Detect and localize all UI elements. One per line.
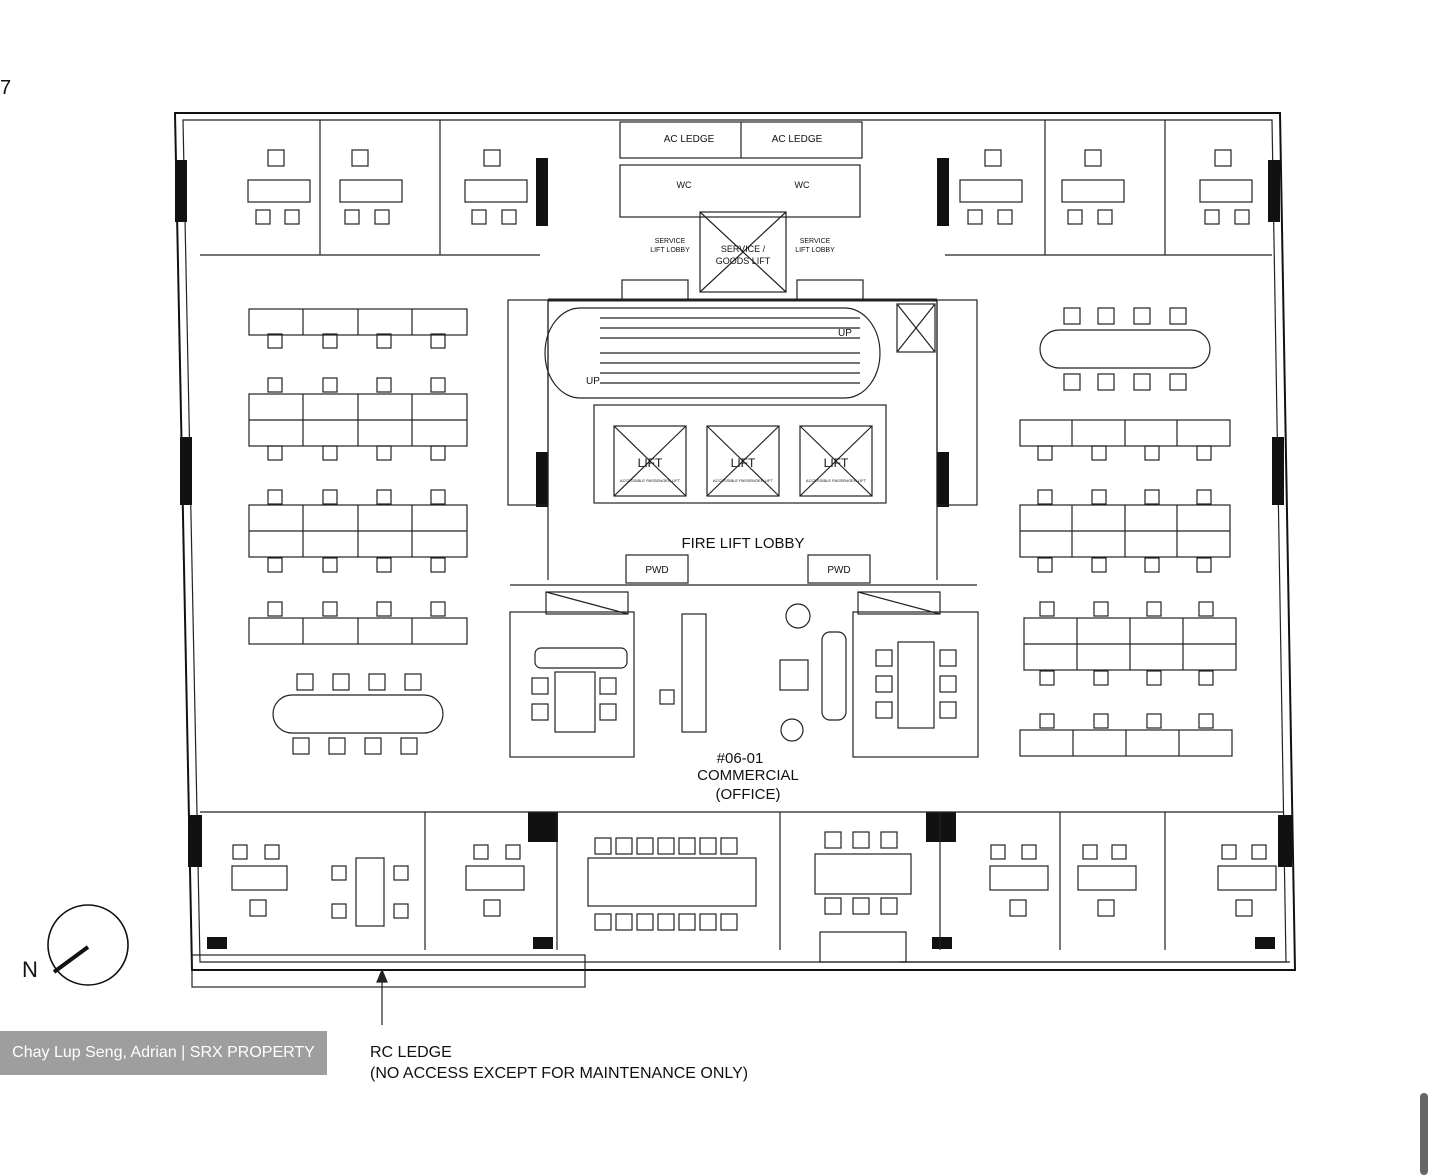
service-lobby-right-label-2: LIFT LOBBY bbox=[795, 247, 835, 254]
rc-ledge bbox=[191, 954, 1290, 1025]
rc-ledge-line2: (NO ACCESS EXCEPT FOR MAINTENANCE ONLY) bbox=[370, 1065, 749, 1082]
service-lobby-left-label-2: LIFT LOBBY bbox=[650, 247, 690, 254]
watermark: Chay Lup Seng, Adrian | SRX PROPERTY bbox=[0, 1031, 327, 1075]
passenger-lifts bbox=[593, 404, 887, 504]
rc-ledge-note: RC LEDGE (NO ACCESS EXCEPT FOR MAINTENAN… bbox=[370, 1042, 748, 1084]
staircase bbox=[544, 307, 881, 399]
bottom-offices bbox=[200, 811, 1284, 963]
lift-3-sublabel: ACCESSIBLE PASSENGER LIFT bbox=[806, 478, 867, 483]
core-top bbox=[548, 121, 937, 302]
structural-columns bbox=[175, 158, 1292, 949]
top-left-offices bbox=[200, 120, 540, 256]
top-right-offices bbox=[945, 120, 1272, 256]
stair-up-right: UP bbox=[838, 328, 852, 339]
scrollbar[interactable] bbox=[1420, 1093, 1428, 1175]
central-rooms bbox=[509, 603, 979, 758]
pwd-left-label: PWD bbox=[645, 565, 668, 576]
corner-mark: 7 bbox=[0, 77, 11, 99]
pwd-right-label: PWD bbox=[827, 565, 850, 576]
service-lobby-right-label-1: SERVICE bbox=[800, 238, 831, 245]
north-compass bbox=[47, 904, 129, 986]
building-outline bbox=[173, 112, 1297, 971]
ac-ledge-right-label: AC LEDGE bbox=[772, 134, 823, 145]
unit-use-detail: (OFFICE) bbox=[716, 786, 781, 803]
lift-2-sublabel: ACCESSIBLE PASSENGER LIFT bbox=[713, 478, 774, 483]
service-lift-label-2: GOODS LIFT bbox=[716, 256, 771, 266]
wc-right-label: WC bbox=[795, 180, 810, 190]
wc-left-label: WC bbox=[677, 180, 692, 190]
lift-1-label: LIFT bbox=[638, 456, 663, 470]
core-side-walls bbox=[507, 299, 978, 580]
lift-2-label: LIFT bbox=[731, 456, 756, 470]
unit-use: COMMERCIAL bbox=[697, 767, 799, 784]
left-workstations bbox=[248, 308, 468, 755]
pwd-rooms bbox=[510, 554, 977, 615]
ac-ledge-left-label: AC LEDGE bbox=[664, 134, 715, 145]
right-workstations bbox=[1019, 307, 1237, 757]
fire-lift-lobby-label: FIRE LIFT LOBBY bbox=[681, 535, 804, 552]
unit-number: #06-01 bbox=[717, 750, 764, 767]
service-lobby-left-label-1: SERVICE bbox=[655, 238, 686, 245]
north-label: N bbox=[22, 957, 38, 982]
rc-ledge-line1: RC LEDGE bbox=[370, 1044, 452, 1061]
service-lift-label-1: SERVICE / bbox=[721, 244, 766, 254]
lift-3-label: LIFT bbox=[824, 456, 849, 470]
lift-1-sublabel: ACCESSIBLE PASSENGER LIFT bbox=[620, 478, 681, 483]
stair-up-left: UP bbox=[586, 376, 600, 387]
